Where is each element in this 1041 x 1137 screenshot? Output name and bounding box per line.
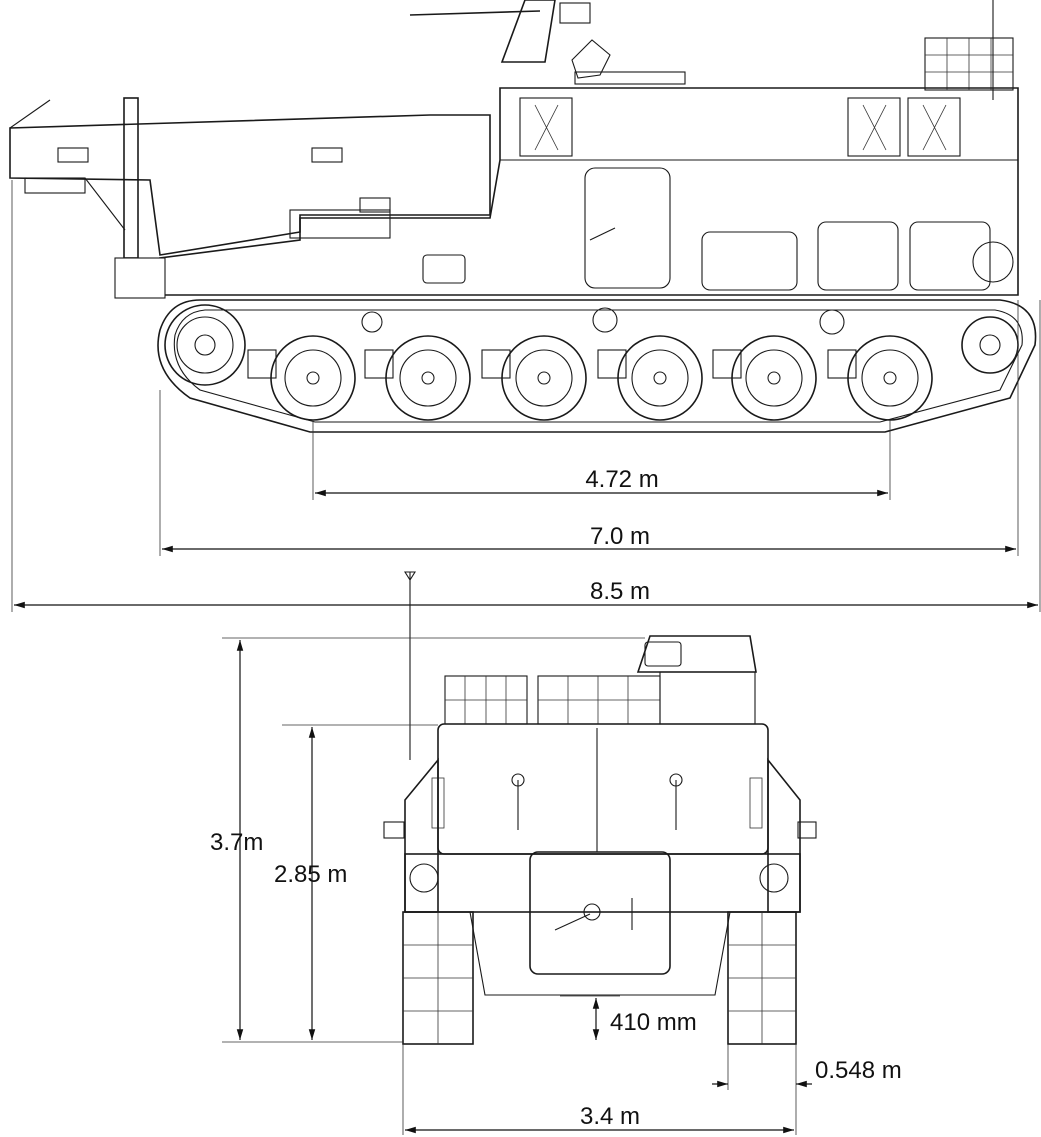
machine-gun [409,0,686,85]
stowage-basket [924,0,1014,100]
road-wheel [847,335,933,421]
crane-boom [9,97,491,259]
label-overall-height: 3.7m [210,829,263,856]
track-front-right [727,911,797,1045]
road-wheel [731,335,817,421]
track-front-left [402,911,474,1045]
label-track-width: 0.548 m [815,1057,902,1084]
label-overall-length: 8.5 m [590,578,650,605]
road-wheel [270,335,356,421]
label-overall-width: 3.4 m [580,1103,640,1130]
side-view: 4.72 m 7.0 m 8.5 m [9,0,1041,612]
label-ground-clearance: 410 mm [610,1009,697,1036]
hull-side [114,87,1019,299]
front-view: 3.7m 2.85 m 410 mm 0.548 m 3.4 m [210,571,902,1135]
label-hull-length: 7.0 m [590,523,650,550]
road-wheel [617,335,703,421]
road-wheel [385,335,471,421]
label-track-contact-length: 4.72 m [585,466,658,493]
label-hull-height: 2.85 m [274,861,347,888]
track-side [157,299,1037,433]
road-wheel [501,335,587,421]
